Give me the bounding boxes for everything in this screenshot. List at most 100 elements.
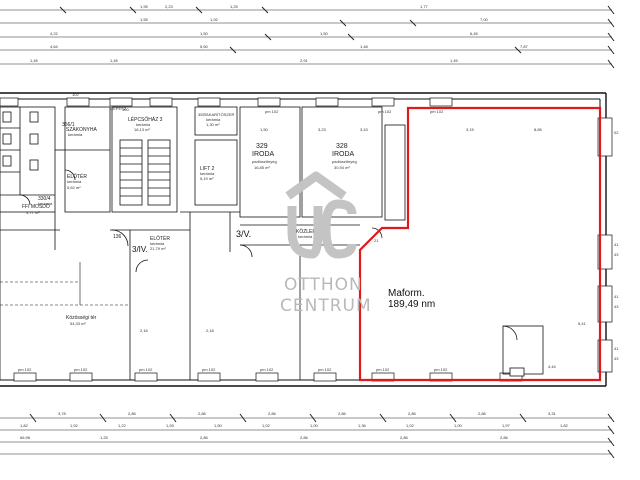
szakonyha-number: 356/1: [62, 122, 75, 128]
office-rooms: [229, 106, 406, 380]
takaritoszer-floor: kerámia: [206, 117, 221, 122]
wc330-floor: kerámia: [38, 201, 53, 206]
watermark-line1: OTTHON: [284, 275, 363, 295]
top-dimension-lines: [0, 5, 615, 69]
dim-bottom1-1: 2,86: [128, 411, 137, 416]
dim-bottom2-1: 1,92: [70, 423, 79, 428]
highlighted-unit: Maform. 189,49 nm 3,15 8,85 4,44 5,41: [358, 106, 602, 382]
dim-bottom3-0: 66,96: [20, 435, 31, 440]
gepesz-name: GÉPÉSZ: [110, 106, 127, 111]
ffi-mosdo-area: 3,77 m²: [26, 210, 40, 215]
pm-label: pm 102: [265, 109, 279, 114]
bottom-window-labels: pm 102 pm 102 pm 102 pm 102 pm 102 pm 10…: [18, 367, 448, 372]
right-windows: [597, 117, 613, 373]
outer-walls: [0, 92, 607, 387]
office-labels: 329 IRODA padlószőnyeg 16,85 m² 328 IROD…: [236, 143, 379, 243]
highlight-name: Maform.: [388, 288, 425, 299]
dim-bottom3-3: 2,86: [300, 435, 309, 440]
dim-inner-3: 3,15: [466, 127, 475, 132]
wc-block: [0, 106, 111, 380]
wc-eloter-area: 5,62 m²: [67, 185, 81, 190]
stair-core-labels: LÉPCSŐHÁZ 3 kerámia 16,13 m² GÉPÉSZ 355 …: [110, 106, 234, 254]
top-window-labels: 102 pm 102 pm 102 pm 102 100: [72, 92, 444, 114]
wc-eloter-floor: kerámia: [67, 179, 82, 184]
marker-41a: 41: [614, 242, 619, 247]
marker-02: 02: [614, 130, 619, 135]
watermark-logo: [285, 171, 357, 259]
pm-label: pm 102: [434, 367, 448, 372]
dim-top1-2: 1,25: [230, 4, 239, 9]
lift-area: 5,19 m²: [200, 176, 214, 181]
takaritoszer-area: 1,30 m²: [206, 122, 220, 127]
dim-bottom3-5: 2,86: [500, 435, 509, 440]
pm-label: pm 102: [430, 109, 444, 114]
iroda-a-number: 329: [256, 143, 268, 150]
dim-bottom2-11: 1,82: [560, 423, 569, 428]
marker-41c: 41: [614, 346, 619, 351]
dim-mid-3: 5,41: [578, 321, 587, 326]
highlight-outline: [358, 106, 602, 382]
community-hall: [0, 262, 130, 306]
takaritoszer-number: 355: [198, 112, 205, 117]
dim-inner-2: 3,43: [360, 127, 369, 132]
dim-bottom2-9: 1,00: [454, 423, 463, 428]
lepcsohaz-floor: kerámia: [136, 122, 151, 127]
dim-top3-0: 4,22: [50, 31, 59, 36]
dim-bottom3-2: 2,86: [200, 435, 209, 440]
lift-floor: kerámia: [200, 171, 215, 176]
dim-bottom2-5: 1,02: [262, 423, 271, 428]
wc-block-labels: 356/1 SZAKONYHA kerámia ELŐTÉR kerámia 5…: [22, 122, 98, 215]
dim-bottom1-6: 2,86: [478, 411, 487, 416]
eloter-name: ELŐTÉR: [150, 235, 170, 242]
kozlekedo-floor: kerámia: [298, 234, 313, 239]
marker-43a: 43: [614, 252, 619, 257]
wc-eloter-name: ELŐTÉR: [67, 173, 87, 180]
dim-top4-2: 1,48: [360, 44, 369, 49]
top-windows: [0, 97, 453, 107]
bottom-dimension-labels: 3,78 2,86 2,86 2,86 2,86 2,86 2,86 3,31 …: [20, 411, 569, 440]
dim-top1-0: 1,95: [140, 4, 149, 9]
dim-bottom2-8: 1,02: [406, 423, 415, 428]
dim-top1-1: 2,23: [165, 4, 174, 9]
dim-top3-2: 1,50: [320, 31, 329, 36]
highlight-area: 189,49 nm: [388, 299, 435, 310]
dim-inner-4: 8,85: [534, 127, 543, 132]
iroda-b-area: 30,94 m²: [334, 165, 350, 170]
dim-mid-1: 2,16: [140, 328, 149, 333]
szakonyha-floor: kerámia: [68, 132, 83, 137]
dim-top3-3: 6,45: [470, 31, 479, 36]
szakonyha-name: SZAKONYHA: [66, 127, 98, 133]
iroda-b-floor: padlószőnyeg: [332, 159, 357, 164]
iroda-a-floor: padlószőnyeg: [252, 159, 277, 164]
bottom-windows: [13, 372, 523, 382]
dim-top2-0: 1,55: [140, 17, 149, 22]
dim-bottom2-6: 1,00: [310, 423, 319, 428]
dim-top4-3: 7,87: [520, 44, 529, 49]
lift-name: LIFT 2: [200, 166, 215, 172]
dim-bottom2-7: 1,36: [358, 423, 367, 428]
dim-top1-3: 1,77: [420, 4, 429, 9]
dim-bottom2-3: 1,93: [166, 423, 175, 428]
kozossegi-ter-name: Közösségi tér: [66, 315, 97, 321]
dim-bottom1-4: 2,86: [338, 411, 347, 416]
dim-bottom3-1: 1,25: [100, 435, 109, 440]
gepesz-number: 100: [122, 107, 129, 112]
dim-top4-1: 5,50: [200, 44, 209, 49]
dim-inner-0: 1,50: [260, 127, 269, 132]
iroda-a-name: IRODA: [252, 151, 275, 158]
ffi-mosdo-name: FFI MOSDÓ: [22, 203, 50, 210]
pm-label: pm 102: [202, 367, 216, 372]
zone-3v: 3/V.: [236, 229, 251, 239]
dim-bottom2-0: 1,82: [20, 423, 29, 428]
dim-bottom1-2: 2,86: [198, 411, 207, 416]
dim-bottom3-4: 2,86: [400, 435, 409, 440]
pm-label: pm 102: [378, 109, 392, 114]
dim-bottom2-10: 1,97: [502, 423, 511, 428]
dim-top5-3: 1,45: [450, 58, 459, 63]
wc330-number: 330/4: [38, 196, 51, 202]
iroda-b-name: IRODA: [332, 151, 355, 158]
iroda-b-number: 328: [336, 143, 348, 150]
inner-dimension-labels: 1,50 3,23 3,43 2,18 2,16: [140, 127, 369, 333]
dim-inner-1: 3,23: [318, 127, 327, 132]
